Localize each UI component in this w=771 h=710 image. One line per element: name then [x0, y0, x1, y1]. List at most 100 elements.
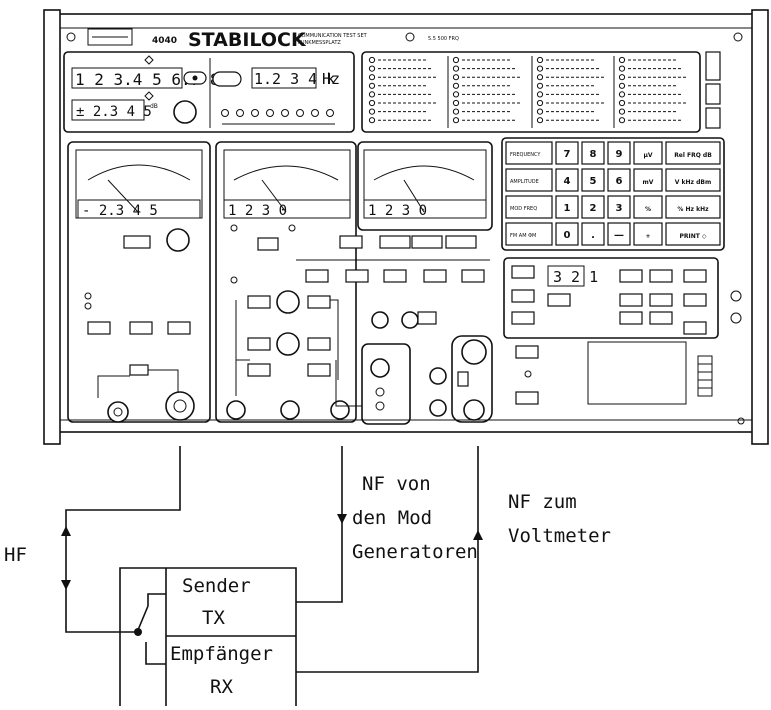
meter-2-value: 1 2 3 0 [228, 203, 287, 219]
keypad-key-label: 5 [590, 176, 597, 187]
function-led[interactable] [537, 118, 542, 123]
keypad-key-label: . [591, 230, 595, 241]
function-led[interactable] [537, 83, 542, 88]
function-led[interactable] [537, 75, 542, 80]
keypad-key-label: 2 [590, 203, 597, 214]
filter-selector-leds[interactable] [222, 110, 336, 125]
nf-zum-line-2: Voltmeter [508, 525, 611, 547]
meter-1-value: - 2.3 4 5 [82, 203, 158, 219]
function-led[interactable] [453, 118, 458, 123]
function-led[interactable] [453, 109, 458, 114]
keypad-key-label: 4 [564, 176, 571, 187]
meter-panel-1: - 2.3 4 5 [68, 142, 210, 422]
function-led[interactable] [537, 57, 542, 62]
function-led[interactable] [619, 100, 624, 105]
subtitle-1: COMMUNICATION TEST SET [298, 33, 368, 39]
keypad-key-label: 9 [616, 149, 623, 160]
nf-zum-line-1: NF zum [508, 491, 577, 513]
function-led[interactable] [369, 92, 374, 97]
function-led[interactable] [619, 57, 624, 62]
side-button-3[interactable] [706, 108, 720, 128]
function-led[interactable] [537, 100, 542, 105]
keypad-key-label: 3 [616, 203, 623, 214]
hf-label: HF [4, 544, 27, 566]
function-led[interactable] [537, 92, 542, 97]
memory-value: 3 2 1 [553, 268, 598, 286]
meter-1-scale [88, 165, 190, 180]
hf-arrow-up [61, 526, 71, 536]
keypad-key-label: % Hz kHz [677, 206, 709, 213]
function-led[interactable] [369, 75, 374, 80]
function-led[interactable] [453, 100, 458, 105]
keypad-key-label: μV [643, 152, 652, 159]
function-led[interactable] [619, 92, 624, 97]
function-led[interactable] [369, 83, 374, 88]
side-button-2[interactable] [706, 84, 720, 104]
keypad-function-label: FM AM ΦM [510, 233, 536, 239]
function-led[interactable] [453, 75, 458, 80]
function-led[interactable] [369, 118, 374, 123]
rx-label: RX [210, 676, 233, 698]
mod-knob-1[interactable] [277, 291, 299, 313]
rf-connector-2[interactable] [166, 392, 194, 420]
keypad-function-label: MOD FREQ [510, 206, 537, 212]
freq-unit: Hz [322, 70, 340, 88]
meter-1-knob[interactable] [167, 229, 189, 251]
keypad-key-label: — [614, 230, 624, 241]
keypad-key-label: V kHz dBm [675, 179, 711, 186]
keypad-key-label: 8 [590, 149, 597, 160]
function-led[interactable] [619, 75, 624, 80]
function-led[interactable] [453, 66, 458, 71]
hf-arrow-down [61, 580, 71, 590]
function-led[interactable] [369, 100, 374, 105]
instrument-header: 4040 STABILOCK COMMUNICATION TEST SET FU… [88, 29, 459, 51]
meter-3-value: 1 2 3 0 [368, 203, 427, 219]
function-led[interactable] [619, 109, 624, 114]
function-led[interactable] [619, 66, 624, 71]
function-select-panel [362, 52, 720, 132]
side-button-1[interactable] [706, 52, 720, 80]
deviation-value: ± 2.3 4 5 [76, 104, 152, 120]
keypad-key-label: mV [643, 179, 654, 186]
function-led[interactable] [453, 83, 458, 88]
keypad-key-label: Rel FRQ dB [674, 152, 712, 159]
function-led[interactable] [369, 57, 374, 62]
tx-label: TX [202, 607, 225, 629]
empfaenger-label: Empfänger [170, 643, 273, 665]
function-led[interactable] [453, 92, 458, 97]
crt-screen [588, 342, 686, 404]
rf-connector-1[interactable] [108, 402, 128, 422]
function-led-list[interactable] [369, 57, 688, 122]
keypad-key-label: + [645, 233, 650, 240]
function-led[interactable] [453, 57, 458, 62]
svg-text:dB: dB [150, 103, 158, 110]
meter-panel-3: 1 2 3 0 [296, 142, 492, 424]
keypad-function-label: FREQUENCY [510, 152, 541, 158]
function-led[interactable] [369, 109, 374, 114]
keypad-function-label: AMPLITUDE [510, 179, 539, 185]
serial-number: 5.5 500 FRQ [428, 36, 459, 42]
model-number: 4040 [152, 36, 177, 46]
nf-mod-arrow [337, 514, 347, 524]
level-knob[interactable] [174, 101, 196, 123]
sender-label: Sender [182, 575, 251, 597]
memory-panel: 3 2 1 [504, 258, 741, 404]
antenna-switch [138, 606, 148, 630]
instrument-name: STABILOCK [188, 29, 307, 51]
function-led[interactable] [537, 66, 542, 71]
function-led[interactable] [619, 83, 624, 88]
nf-von-line-3: Generatoren [352, 541, 478, 563]
function-led[interactable] [619, 118, 624, 123]
subtitle-2: FUNKMESSPLATZ [298, 40, 341, 46]
keypad-key-label: 1 [564, 203, 571, 214]
function-led[interactable] [537, 109, 542, 114]
keypad-key-label: % [645, 206, 651, 213]
keypad-key-label: 7 [564, 149, 571, 160]
mod-knob-2[interactable] [277, 333, 299, 355]
nf-volt-arrow [473, 530, 483, 540]
keypad-key-label: PRINT ◇ [679, 233, 706, 240]
function-led[interactable] [369, 66, 374, 71]
rf-generator-module: 1 2 3.4 5 6.7 8 ± 2.3 4 5 dB 1.2 3 4 k H… [64, 52, 354, 132]
